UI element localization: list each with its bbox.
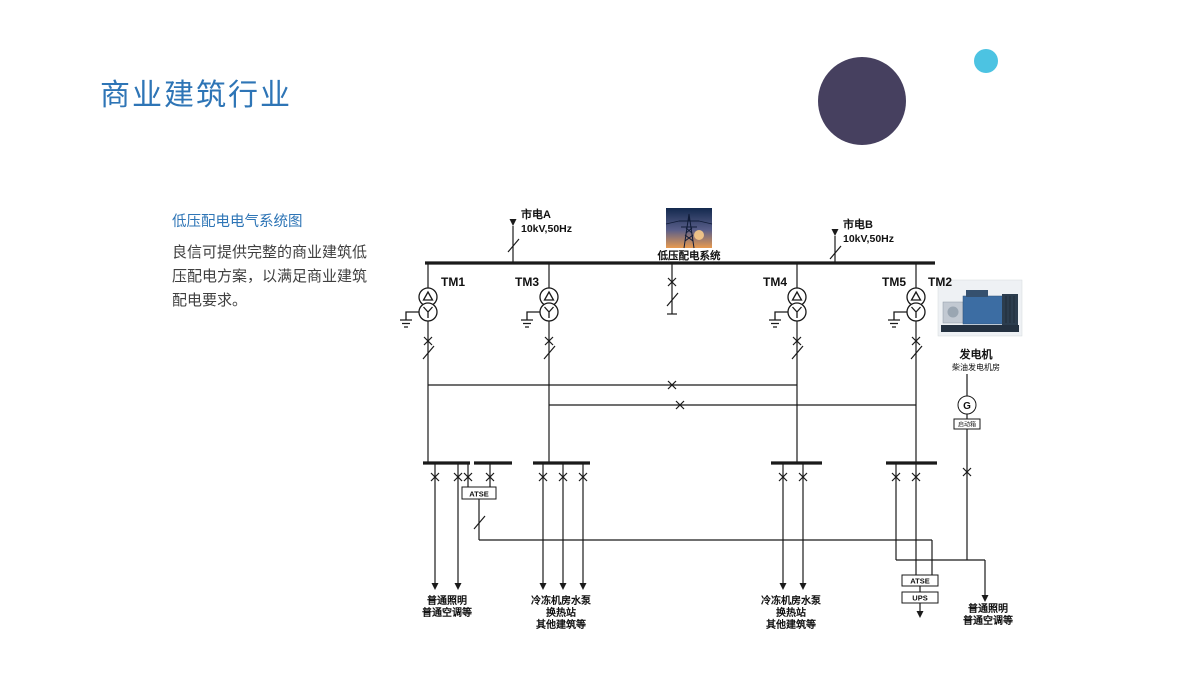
transformer-symbol-tm5 bbox=[887, 287, 926, 328]
transformer-symbol-tm3 bbox=[520, 287, 559, 328]
utility-a-label: 市电A bbox=[521, 207, 551, 221]
powerline-photo bbox=[665, 208, 713, 249]
transformer-label-tm4: TM4 bbox=[763, 275, 787, 289]
body-text: 良信可提供完整的商业建筑低压配电方案，以满足商业建筑配电要求。 bbox=[172, 244, 368, 309]
ups-label: UPS bbox=[912, 594, 927, 603]
load-label-1-line-2: 普通空调等 bbox=[422, 606, 472, 619]
load-labels: 普通照明 普通空调等 冷冻机房水泵 换热站 其他建筑等 冷冻机房水泵 换热站 其… bbox=[422, 594, 1013, 631]
generator-circle bbox=[957, 395, 977, 415]
atse2-box bbox=[901, 574, 939, 587]
transformer-symbol-tm1 bbox=[399, 287, 438, 328]
load-label-3-line-3: 其他建筑等 bbox=[766, 618, 816, 631]
ups-box bbox=[901, 591, 939, 604]
utility-a-spec: 10kV,50Hz bbox=[521, 223, 572, 235]
transformer-label-tm5: TM5 bbox=[882, 275, 906, 289]
system-label: 低压配电系统 bbox=[657, 249, 721, 262]
generator-symbol-label: G bbox=[963, 401, 971, 412]
load-label-2-line-2: 换热站 bbox=[546, 606, 576, 619]
atse1-label: ATSE bbox=[469, 490, 488, 499]
section-heading: 低压配电电气系统图 bbox=[172, 214, 303, 230]
switch-icons bbox=[422, 219, 972, 530]
diagram-wiring bbox=[427, 226, 986, 612]
atse2-label: ATSE bbox=[910, 577, 929, 586]
utility-b-label: 市电B bbox=[843, 217, 873, 231]
transformer-label-tm1: TM1 bbox=[441, 275, 465, 289]
equipment-boxes bbox=[461, 395, 981, 604]
decorative-circle-cyan bbox=[974, 49, 998, 73]
load-label-1-line-1: 普通照明 bbox=[427, 594, 467, 607]
transformer-label-tm3: TM3 bbox=[515, 275, 539, 289]
transformer-label-tm2: TM2 bbox=[928, 275, 952, 289]
decorative-circle-dark bbox=[818, 57, 906, 145]
load-label-3-line-1: 冷冻机房水泵 bbox=[761, 594, 822, 607]
generator-photo bbox=[937, 279, 1023, 337]
load-label-4-line-1: 普通照明 bbox=[968, 602, 1008, 615]
atse1-box bbox=[461, 486, 497, 500]
transformer-symbols bbox=[399, 287, 926, 328]
starter-box-label: 启动箱 bbox=[958, 421, 976, 429]
generator-room-label: 柴油发电机房 bbox=[952, 362, 1000, 372]
bus-bars bbox=[423, 261, 937, 465]
load-label-2-line-3: 其他建筑等 bbox=[536, 618, 586, 631]
starter-box bbox=[953, 418, 981, 430]
generator-label: 发电机 bbox=[959, 347, 993, 361]
load-label-3-line-2: 换热站 bbox=[776, 606, 806, 619]
load-label-2-line-1: 冷冻机房水泵 bbox=[531, 594, 592, 607]
utility-b-spec: 10kV,50Hz bbox=[843, 233, 894, 245]
slide-title: 商业建筑行业 bbox=[100, 79, 292, 112]
transformer-symbol-tm4 bbox=[768, 287, 807, 328]
load-label-4-line-2: 普通空调等 bbox=[963, 614, 1013, 627]
